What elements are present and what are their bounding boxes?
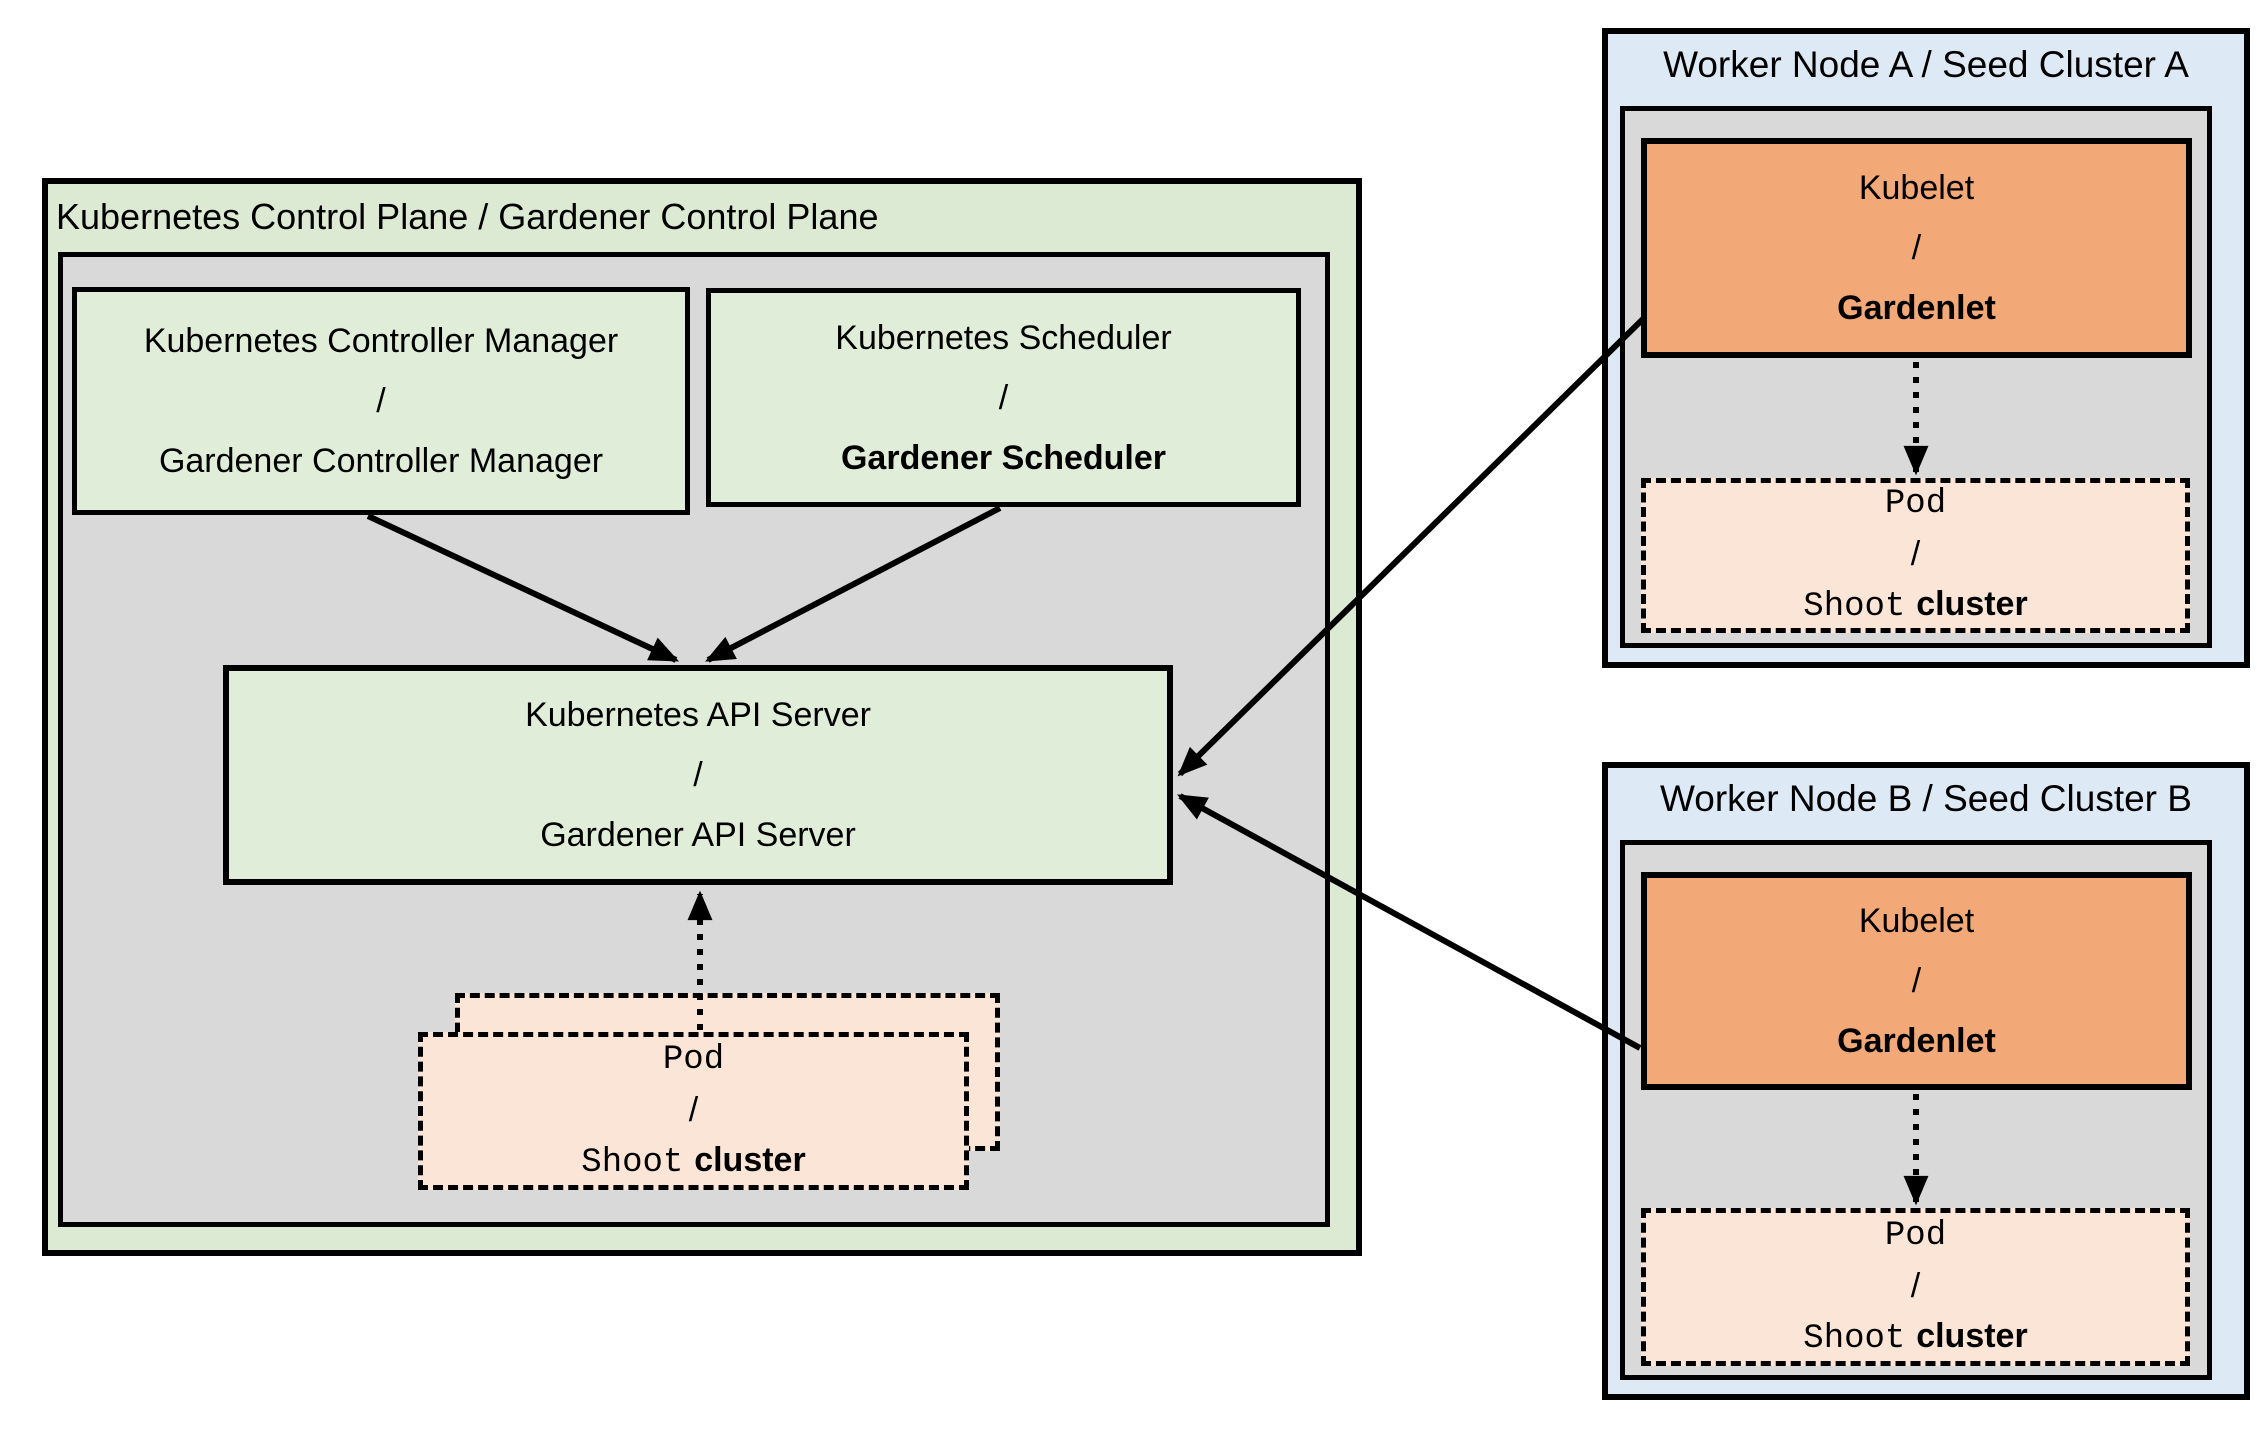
kubelet-b-line1: Kubelet	[1858, 902, 1975, 940]
pod-a-shoot-label: Shoot	[1803, 588, 1906, 626]
pod-box-front: Pod / Shoot cluster	[418, 1032, 969, 1190]
pod-a-cluster-label: cluster	[1916, 585, 2028, 623]
kubelet-a-line2: Gardenlet	[1837, 289, 1996, 327]
kubelet-a-box: Kubelet / Gardenlet	[1641, 138, 2192, 358]
scheduler-line2: Gardener Scheduler	[840, 438, 1166, 477]
pod-a-line2: Shoot cluster	[1803, 579, 2027, 632]
scheduler-line1: Kubernetes Scheduler	[835, 318, 1172, 357]
api-server-line2: Gardener API Server	[540, 816, 856, 854]
pod-b-line1: Pod	[1884, 1216, 1947, 1255]
pod-box-a: Pod / Shoot cluster	[1641, 478, 2190, 633]
control-plane-title: Kubernetes Control Plane / Gardener Cont…	[56, 196, 879, 237]
controller-manager-box: Kubernetes Controller Manager / Gardener…	[72, 287, 690, 515]
kubelet-b-line2: Gardenlet	[1837, 1022, 1996, 1060]
api-server-separator: /	[693, 756, 703, 794]
api-server-line1: Kubernetes API Server	[525, 696, 871, 734]
scheduler-box: Kubernetes Scheduler / Gardener Schedule…	[706, 288, 1301, 507]
controller-manager-line2: Gardener Controller Manager	[158, 442, 604, 480]
pod-box-b: Pod / Shoot cluster	[1641, 1208, 2190, 1366]
kubelet-a-line1: Kubelet	[1858, 169, 1975, 207]
pod-front-line1: Pod	[662, 1040, 725, 1079]
controller-manager-line1: Kubernetes Controller Manager	[143, 322, 619, 360]
pod-b-line2: Shoot cluster	[1803, 1311, 2027, 1364]
pod-front-line2: Shoot cluster	[581, 1135, 805, 1188]
worker-node-a-title: Worker Node A / Seed Cluster A	[1663, 44, 2189, 85]
kubelet-b-box: Kubelet / Gardenlet	[1641, 872, 2192, 1090]
pod-a-line1: Pod	[1884, 485, 1947, 523]
pod-front-shoot-label: Shoot	[581, 1143, 684, 1182]
pod-b-separator: /	[1910, 1266, 1921, 1305]
kubelet-a-separator: /	[1911, 229, 1922, 267]
pod-front-cluster-label: cluster	[694, 1140, 806, 1179]
kubelet-b-separator: /	[1911, 962, 1922, 1000]
pod-front-separator: /	[688, 1090, 699, 1129]
pod-b-shoot-label: Shoot	[1803, 1319, 1906, 1358]
controller-manager-separator: /	[376, 382, 386, 420]
worker-node-b-title: Worker Node B / Seed Cluster B	[1660, 778, 2192, 819]
pod-b-cluster-label: cluster	[1916, 1316, 2028, 1355]
pod-a-separator: /	[1910, 535, 1921, 573]
api-server-box: Kubernetes API Server / Gardener API Ser…	[223, 665, 1173, 885]
scheduler-separator: /	[998, 378, 1009, 417]
